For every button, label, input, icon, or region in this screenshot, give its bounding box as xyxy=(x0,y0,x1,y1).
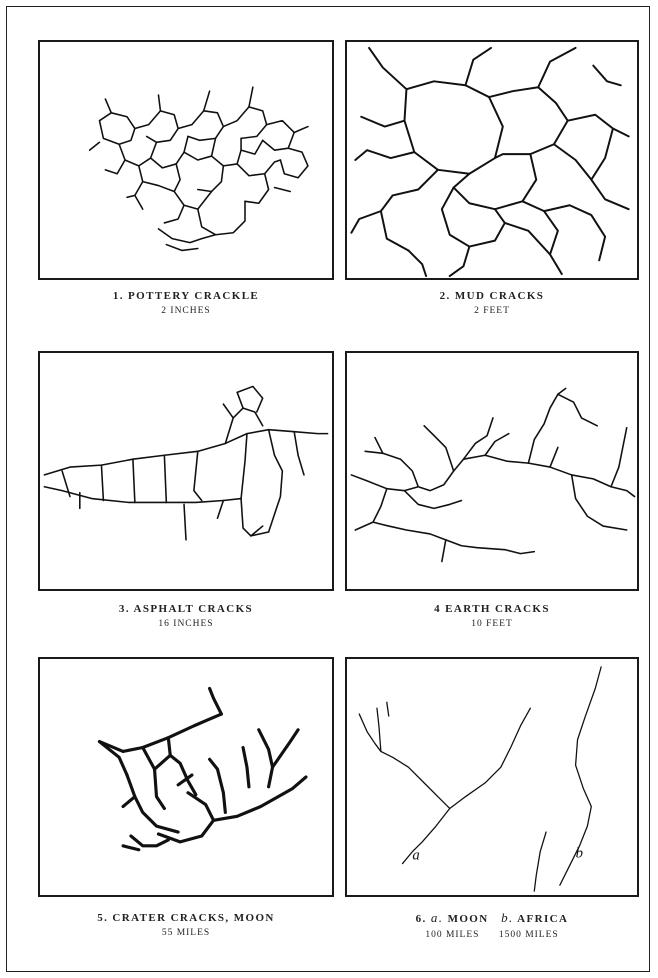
figure-3-title: 3. ASPHALT CRACKS xyxy=(41,603,331,615)
figure-6-title: 6. a. MOON b. AFRICA xyxy=(347,910,637,926)
figure-3-scale: 16 INCHES xyxy=(41,619,331,629)
label-b: b xyxy=(576,846,583,862)
plate: 1. POTTERY CRACKLE 2 INCHES 2. MUD CRACK… xyxy=(6,6,650,972)
figure-1-scale: 2 INCHES xyxy=(41,306,331,316)
caption-6: 6. a. MOON b. AFRICA 100 MILES 1500 MILE… xyxy=(347,910,637,940)
figure-2-title: 2. MUD CRACKS xyxy=(347,290,637,302)
figure-6-a-letter: a. xyxy=(431,910,444,925)
caption-1: 1. POTTERY CRACKLE 2 INCHES xyxy=(41,290,331,316)
mud-cracks-drawing xyxy=(347,42,637,278)
label-a: a xyxy=(412,848,419,864)
caption-5: 5. CRATER CRACKS, MOON 55 MILES xyxy=(41,912,331,938)
crater-cracks-drawing xyxy=(40,659,332,895)
caption-4: 4 EARTH CRACKS 10 FEET xyxy=(347,603,637,629)
figure-6-a-text: MOON xyxy=(448,913,489,925)
moon-africa-panel: a b xyxy=(345,657,639,897)
pottery-crackle-panel xyxy=(38,40,334,280)
figure-5-title: 5. CRATER CRACKS, MOON xyxy=(41,912,331,924)
earth-cracks-panel xyxy=(345,351,639,591)
figure-6-number: 6. xyxy=(416,913,427,925)
pottery-crackle-drawing xyxy=(40,42,332,278)
figure-6-scale-b: 1500 MILES xyxy=(499,930,559,940)
asphalt-cracks-drawing xyxy=(40,353,332,589)
mud-cracks-panel xyxy=(345,40,639,280)
moon-africa-drawing: a b xyxy=(347,659,637,895)
earth-cracks-drawing xyxy=(347,353,637,589)
crater-cracks-panel xyxy=(38,657,334,897)
figure-6-b-letter: b. xyxy=(501,910,514,925)
figure-5-scale: 55 MILES xyxy=(41,928,331,938)
caption-3: 3. ASPHALT CRACKS 16 INCHES xyxy=(41,603,331,629)
figure-6-scales: 100 MILES 1500 MILES xyxy=(347,930,637,940)
figure-4-title: 4 EARTH CRACKS xyxy=(347,603,637,615)
asphalt-cracks-panel xyxy=(38,351,334,591)
caption-2: 2. MUD CRACKS 2 FEET xyxy=(347,290,637,316)
figure-2-scale: 2 FEET xyxy=(347,306,637,316)
figure-6-scale-a: 100 MILES xyxy=(425,930,479,940)
figure-6-b-text: AFRICA xyxy=(517,913,568,925)
figure-1-title: 1. POTTERY CRACKLE xyxy=(41,290,331,302)
figure-4-scale: 10 FEET xyxy=(347,619,637,629)
